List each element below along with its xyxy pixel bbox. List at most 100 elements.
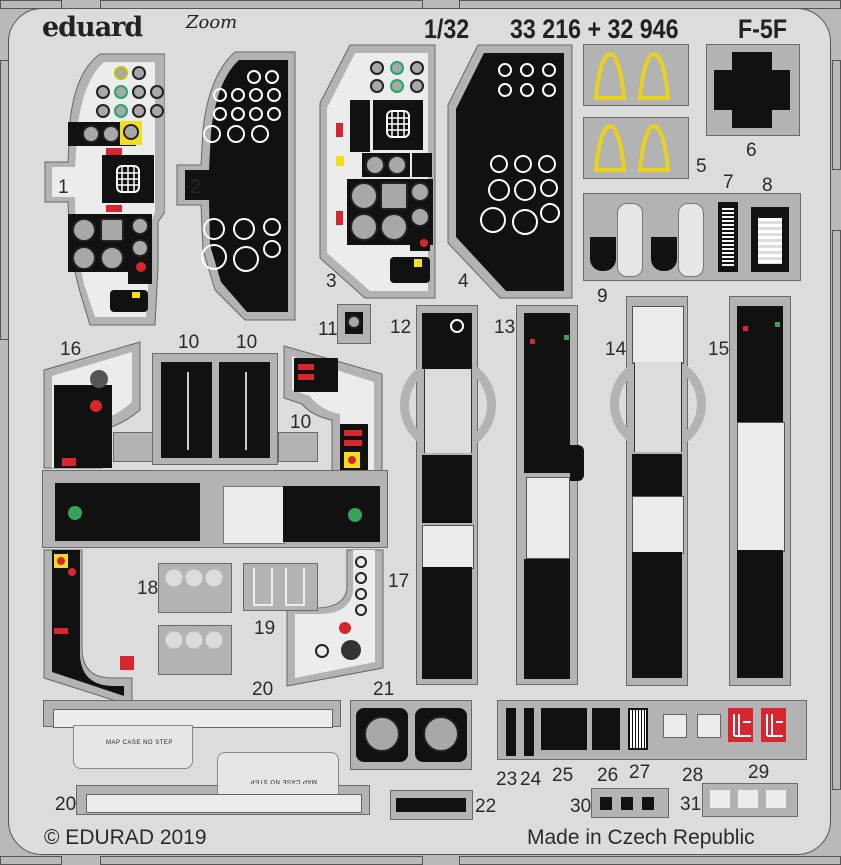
- warning-light: [336, 156, 344, 166]
- cross-plate-icon: [714, 52, 790, 128]
- part-24: [506, 708, 516, 756]
- part-label-1: 1: [58, 177, 69, 198]
- part-13-top-panel: [422, 313, 472, 369]
- part-label-24: 23: [496, 769, 518, 790]
- green-light: [775, 322, 780, 327]
- gauge-icon: [131, 217, 149, 235]
- part-label-11: 10: [290, 412, 312, 433]
- frame-gate-left-1: [0, 60, 9, 340]
- gauge-icon: [203, 125, 221, 143]
- gauge-icon: [227, 125, 245, 143]
- part-label-10a: 10: [178, 332, 200, 353]
- red-switch: [54, 628, 68, 634]
- gauge-icon: [102, 125, 120, 143]
- gauge-icon: [233, 218, 255, 240]
- gauge-cluster: [412, 153, 432, 177]
- gauge-icon: [213, 107, 227, 121]
- gauge-icon: [490, 155, 508, 173]
- part-32-lever: [710, 790, 730, 808]
- frame-gate-bottom-left: [0, 856, 62, 865]
- gauge-icon: [82, 125, 100, 143]
- eduard-logo: eduard: [42, 12, 143, 43]
- red-button: [420, 239, 428, 247]
- part-14-console: [516, 305, 596, 685]
- part-32-lever: [738, 790, 758, 808]
- part-17-panel: [42, 340, 142, 470]
- gauge-icon: [365, 155, 385, 175]
- gauge-icon: [390, 79, 404, 93]
- gauge-icon: [488, 179, 510, 201]
- placard-glyph-icon: [733, 714, 783, 737]
- part-label-25: 24: [520, 769, 542, 790]
- part-label-18: 17: [388, 571, 410, 592]
- red-button: [90, 400, 102, 412]
- gauge-icon: [480, 207, 506, 233]
- part-label-20: 19: [254, 618, 276, 639]
- part-label-26: 25: [552, 765, 574, 786]
- gauge-icon: [231, 107, 245, 121]
- part-label-22: 21: [373, 679, 395, 700]
- part-label-19: 18: [137, 578, 159, 599]
- gauge-icon: [201, 244, 227, 270]
- sub-panel: [390, 257, 430, 283]
- bracket-icon: [285, 568, 305, 606]
- red-switch: [62, 458, 76, 466]
- gauge-icon: [150, 104, 164, 118]
- gauge-icon: [364, 716, 400, 752]
- gauge-icon: [247, 70, 261, 84]
- part-10-console-left: [161, 362, 212, 458]
- part-17-lower: [42, 548, 158, 708]
- red-switch: [106, 148, 122, 155]
- part-label-28: 27: [629, 762, 651, 783]
- gauge-icon: [265, 70, 279, 84]
- part-13-lower-panel: [422, 567, 472, 679]
- gauge-icon: [350, 213, 378, 241]
- part-label-16: 15: [708, 339, 730, 360]
- part-label-2: 2: [190, 177, 201, 198]
- gauge-icon: [233, 246, 259, 272]
- zoom-logo: Zoom: [186, 12, 238, 33]
- speaker-icon: [341, 640, 361, 660]
- part-18-panel: [285, 548, 385, 688]
- gauge-icon: [540, 203, 560, 223]
- gauge-icon: [410, 79, 424, 93]
- gauge-icon: [249, 88, 263, 102]
- gauge-icon: [249, 107, 263, 121]
- part-17-lower-outline: [43, 549, 133, 707]
- part-label-23: 22: [475, 796, 497, 817]
- part-16-lower-panel: [737, 550, 783, 678]
- part-label-29: 28: [682, 765, 704, 786]
- part-label-21-bottom: 20: [55, 794, 77, 815]
- side-console-right-section: [283, 486, 380, 542]
- part-11-bracket-left: [113, 432, 153, 462]
- part-15-window: [634, 362, 682, 452]
- gauge-icon: [131, 239, 149, 257]
- placard-text-icon: [722, 208, 734, 266]
- copyright-text: © EDURAD 2019: [44, 826, 207, 849]
- red-button: [339, 622, 351, 634]
- side-console-blank: [223, 486, 285, 544]
- part-label-17: 16: [60, 339, 82, 360]
- gauge-icon: [315, 644, 329, 658]
- radar-grid-icon: [116, 165, 140, 193]
- part-20-brackets: [243, 563, 318, 611]
- gauge-icon: [370, 79, 384, 93]
- part-13-window: [424, 369, 472, 453]
- gauge-icon: [370, 61, 384, 75]
- part-26: [541, 708, 587, 750]
- gauge-icon: [380, 182, 408, 210]
- part-31-switch: [621, 797, 633, 810]
- part-9-bracket: [651, 237, 677, 271]
- part-label-5: 5: [696, 156, 707, 177]
- part-label-31: 30: [570, 796, 592, 817]
- frame-gate-bottom-right: [459, 856, 841, 865]
- gauge-icon: [72, 246, 96, 270]
- gauge-icon: [114, 66, 128, 80]
- gauge-icon: [263, 218, 281, 236]
- part-3-panel: [310, 43, 440, 300]
- gauge-icon: [96, 104, 110, 118]
- throttle-slot: [187, 372, 189, 450]
- part-21-map-case-top-flap: [73, 725, 193, 769]
- warning-light: [132, 292, 140, 298]
- part-11-bracket-right: [278, 432, 318, 462]
